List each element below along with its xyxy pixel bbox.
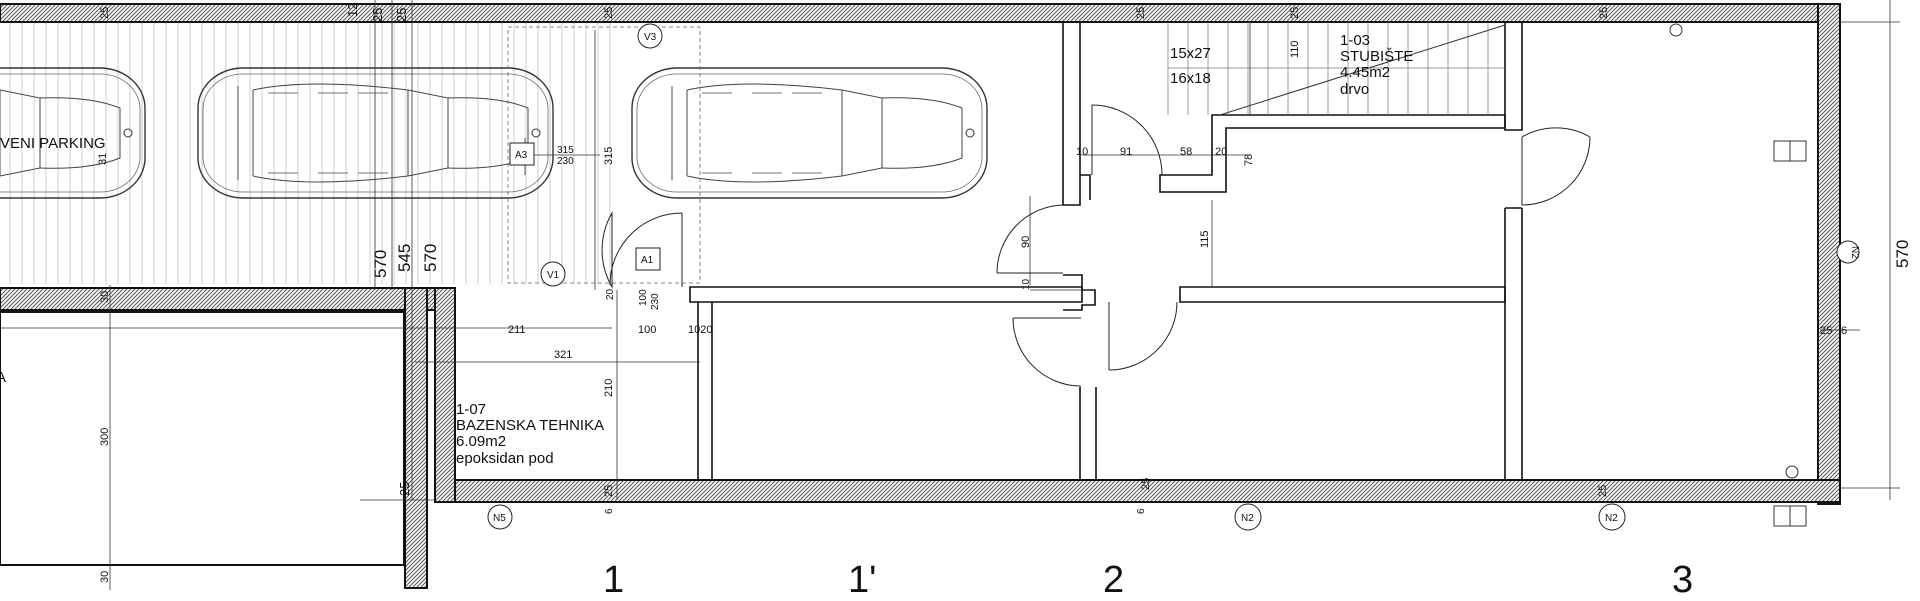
- room-stair-name: STUBIŠTE: [1340, 48, 1413, 65]
- parking-stripes: [9, 22, 611, 285]
- dim-top-25-1: 25: [99, 7, 111, 19]
- axis-label-3: 3: [1672, 559, 1693, 601]
- room-stair-floor: drvo: [1340, 81, 1369, 98]
- axis-label-1-prime: 1': [848, 559, 876, 601]
- interior-walls: [689, 22, 1523, 480]
- dim-300: 300: [99, 428, 111, 446]
- dim-10-b: 10: [1021, 278, 1032, 290]
- dim-545: 545: [395, 244, 414, 272]
- wall-bottom: [434, 479, 1841, 503]
- marker-n2-c: N2: [1849, 246, 1860, 259]
- dim-20: 20: [1215, 146, 1227, 158]
- dim-bottom-6-a: 6: [604, 508, 615, 514]
- dim-top-25-6: 25: [1289, 7, 1301, 19]
- dim-230-a: 230: [557, 156, 574, 167]
- pool-inner: [0, 311, 405, 566]
- dim-570-right: 570: [1893, 240, 1912, 268]
- room-stair-area: 4.45m2: [1340, 64, 1390, 81]
- wall-pool-top: [0, 287, 456, 311]
- dim-210: 210: [603, 379, 615, 397]
- marker-a1: A1: [641, 255, 654, 266]
- fixtures: [1669, 23, 1807, 527]
- dim-bottom-6-b: 6: [1136, 508, 1147, 514]
- dim-211: 211: [508, 324, 526, 336]
- dim-31: 31: [97, 153, 109, 165]
- dim-321: 321: [554, 349, 572, 361]
- marker-v3: V3: [644, 32, 657, 43]
- door-swings: [601, 104, 1591, 387]
- dim-100-b: 100: [638, 324, 656, 336]
- room-pool-code: 1-07: [456, 401, 486, 418]
- marker-a3: A3: [515, 150, 528, 161]
- axis-label-2: 2: [1103, 559, 1124, 601]
- dim-25-right: 25: [1820, 325, 1832, 337]
- parking-label: VENI PARKING: [0, 135, 106, 152]
- dim-100: 100: [638, 289, 649, 306]
- room-pool-name: BAZENSKA TEHNIKA: [456, 417, 604, 434]
- dim-top-25-2: 25: [370, 8, 385, 22]
- dim-90: 90: [1020, 236, 1032, 248]
- dim-58: 58: [1180, 146, 1192, 158]
- dim-bottom-25-c: 25: [1597, 485, 1609, 497]
- dim-315-a: 315: [557, 145, 574, 156]
- dim-1020: 1020: [688, 324, 712, 336]
- dim-110: 110: [1289, 40, 1301, 58]
- dim-top-25-5: 25: [1135, 7, 1147, 19]
- dim-10: 10: [1076, 146, 1088, 158]
- dim-top-25-4: 25: [603, 7, 615, 19]
- dim-25-left: 25: [397, 482, 412, 496]
- dim-bottom-25-b: 25: [1140, 478, 1152, 490]
- room-stair-code: 1-03: [1340, 32, 1370, 49]
- wall-pool-left-col: [434, 287, 456, 503]
- dim-78: 78: [1243, 154, 1255, 166]
- marker-n2-b: N2: [1605, 513, 1618, 524]
- dim-570-b: 570: [421, 244, 440, 272]
- room-pool-floor: epoksidan pod: [456, 450, 554, 467]
- dim-115: 115: [1199, 230, 1211, 248]
- room-pool-area: 6.09m2: [456, 433, 506, 450]
- dim-91: 91: [1120, 146, 1132, 158]
- marker-n5: N5: [493, 513, 506, 524]
- dim-top-25-3: 25: [394, 8, 409, 22]
- dim-570-a: 570: [371, 250, 390, 278]
- marker-n2-a: N2: [1241, 513, 1254, 524]
- dim-315-b: 315: [603, 147, 615, 165]
- dim-top-12: 12: [345, 3, 360, 17]
- dim-230-b: 230: [650, 293, 661, 310]
- marker-v1: V1: [547, 270, 560, 281]
- axis-label-1: 1: [603, 559, 624, 601]
- dim-30-a: 30: [99, 291, 111, 303]
- dim-20-b: 20: [605, 288, 616, 300]
- stair-step-1: 15x27: [1170, 45, 1211, 62]
- car-right: [631, 67, 988, 199]
- dim-6-right: 6: [1841, 325, 1847, 337]
- dim-top-25-7: 25: [1598, 7, 1610, 19]
- stair: [1167, 22, 1506, 116]
- dim-30-b: 30: [99, 571, 111, 583]
- car-middle: [197, 67, 554, 199]
- dim-bottom-25-a: 25: [603, 485, 615, 497]
- edge-label-a: A: [0, 369, 6, 386]
- wall-pool-right: [404, 287, 428, 589]
- marker-circles: [487, 23, 1860, 531]
- stair-step-2: 16x18: [1170, 70, 1211, 87]
- wall-top: [0, 3, 1841, 23]
